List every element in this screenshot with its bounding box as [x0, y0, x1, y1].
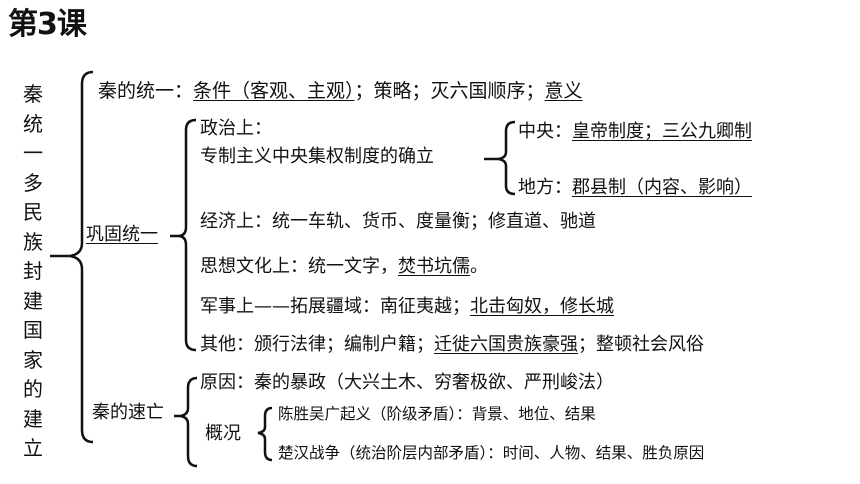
overview-label: 概况	[205, 423, 241, 444]
root-bracket	[69, 70, 94, 444]
culture-suffix: 。	[470, 256, 488, 277]
military-north: 北击匈奴，修长城	[470, 296, 614, 317]
unify-sep: ；策略；灭六国顺序；	[354, 80, 545, 102]
root-char: 统	[23, 111, 43, 136]
unify-line: 秦的统一：条件（客观、主观）；策略；灭六国顺序；意义	[98, 82, 583, 101]
consolidate-bracket	[177, 118, 197, 352]
fall-label: 秦的速亡	[92, 402, 164, 423]
root-char: 一	[23, 141, 43, 165]
root-topic: 秦统一多民族封建国家的建立	[20, 80, 46, 464]
politics-heading: 政治上：	[200, 118, 272, 139]
root-char: 家	[23, 347, 43, 372]
military-prefix: 军事上——拓展疆域：南征夷越；	[200, 296, 470, 317]
chen-wu-uprising: 陈胜吴广起义（阶级矛盾）：背景、地位、结果	[278, 405, 596, 423]
root-char: 民	[23, 200, 43, 224]
local-line: 地方：郡县制（内容、影响）	[518, 179, 752, 197]
culture-prefix: 思想文化上：统一文字，	[200, 256, 398, 277]
root-char: 封	[23, 259, 43, 283]
other-prefix: 其他：颁行法律；编制户籍；	[200, 334, 434, 355]
root-char: 秦	[23, 82, 43, 106]
unify-meaning: 意义	[544, 80, 583, 102]
local-items: 郡县制（内容、影响）	[572, 177, 752, 198]
root-char: 多	[23, 170, 43, 195]
overview-bracket	[257, 406, 273, 462]
fall-cause: 原因：秦的暴政（大兴土木、穷奢极欲、严刑峻法）	[200, 372, 614, 393]
root-char: 的	[23, 377, 43, 401]
other-suffix: ；整顿社会风俗	[578, 334, 704, 355]
root-char: 国	[23, 318, 43, 342]
consolidate-label: 巩固统一	[86, 224, 158, 245]
central-prefix: 中央：	[518, 121, 572, 142]
politics-bracket	[497, 120, 516, 196]
economy-line: 经济上：统一车轨、货币、度量衡；修直道、驰道	[200, 211, 596, 232]
chu-han-war: 楚汉战争（统治阶层内部矛盾）：时间、人物、结果、胜负原因	[278, 444, 705, 462]
root-char: 建	[23, 288, 43, 313]
fall-bracket	[179, 376, 198, 468]
root-char: 建	[23, 406, 43, 431]
central-items: 皇帝制度；三公九卿制	[572, 121, 752, 142]
root-char: 立	[23, 436, 43, 460]
other-migrate: 迁徙六国贵族豪强	[434, 334, 578, 355]
other-line: 其他：颁行法律；编制户籍；迁徙六国贵族豪强；整顿社会风俗	[200, 336, 704, 354]
central-line: 中央：皇帝制度；三公九卿制	[518, 123, 752, 141]
unify-prefix: 秦的统一：	[98, 80, 194, 102]
unify-conditions: 条件（客观、主观）	[193, 80, 355, 102]
politics-line: 专制主义中央集权制度的确立	[200, 146, 434, 167]
local-prefix: 地方：	[518, 177, 572, 198]
culture-line: 思想文化上：统一文字，焚书坑儒。	[200, 258, 488, 276]
root-char: 族	[23, 229, 43, 254]
lesson-title: 第3课	[8, 7, 87, 42]
culture-burn: 焚书坑儒	[398, 256, 470, 277]
military-line: 军事上——拓展疆域：南征夷越；北击匈奴，修长城	[200, 298, 614, 316]
